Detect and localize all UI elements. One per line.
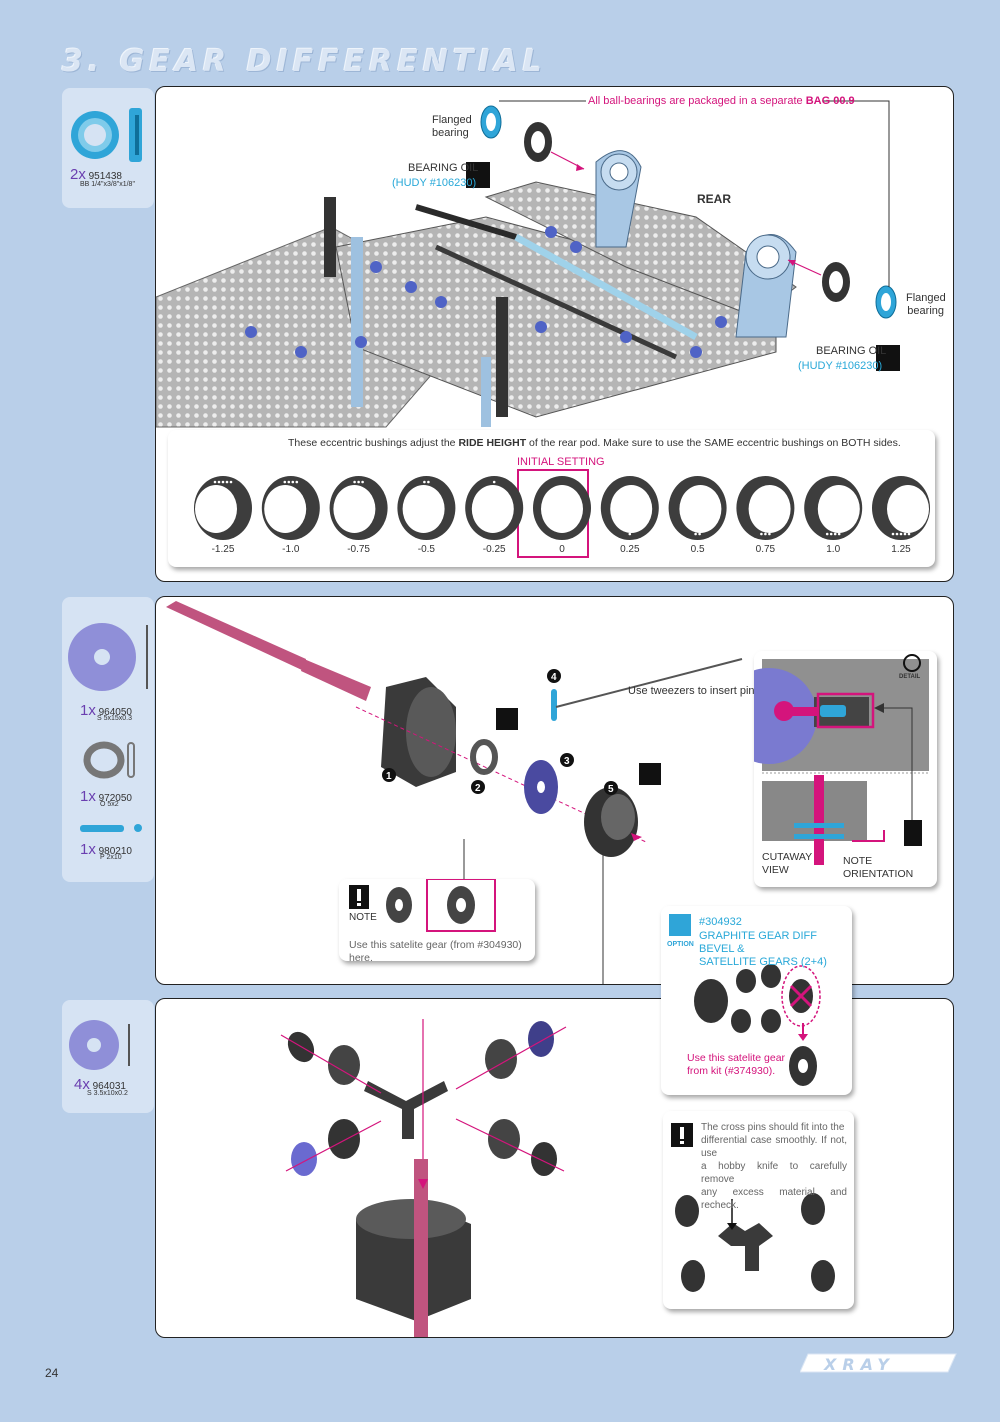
callout-1: 1 [386, 771, 392, 782]
bag-note: All ball-bearings are packaged in a sepa… [588, 95, 855, 107]
part-code: 964031 [92, 1081, 126, 1092]
part-qty: 2x [70, 166, 86, 183]
page-number: 24 [45, 1366, 59, 1380]
bushing-value-label: 0.5 [690, 544, 705, 555]
part-code: 964050 [98, 707, 132, 718]
eccentric-bushing [600, 476, 659, 540]
eccentric-bushing [261, 476, 320, 540]
eccentric-bushing [465, 476, 524, 540]
rear-label: REAR [697, 192, 732, 206]
cutaway-illustration [754, 654, 929, 865]
cross-pin-note-illustration [671, 1123, 835, 1292]
initial-setting-label: INITIAL SETTING [517, 456, 605, 468]
chassis-illustration [156, 100, 900, 428]
bushing-value-label: 1.0 [826, 544, 841, 555]
oil-bottle-icon [496, 708, 518, 730]
part-code: 972050 [98, 793, 132, 804]
eccentric-bushing [872, 476, 930, 540]
option-code: #304932 [699, 916, 742, 928]
bushing-value-label: -0.75 [347, 544, 370, 555]
xray-logo: XRAY [800, 1353, 957, 1374]
callout-2: 2 [475, 783, 481, 794]
bushing-value-label: -0.25 [482, 544, 506, 555]
diff-assembly-illustration: 1 2 3 4 5 [166, 601, 743, 984]
option-title: GRAPHITE GEAR DIFF BEVEL &SATELLITE GEAR… [699, 930, 827, 968]
part-spec: O 5x2 [100, 801, 119, 808]
eccentric-bushing [329, 476, 388, 540]
parts-box-step2: 1x 964050 S 5x15x0.3 1x 972050 O 5x2 1x … [62, 597, 154, 882]
svg-text:XRAY: XRAY [823, 1355, 895, 1374]
o-ring-icon [83, 741, 125, 779]
parts-box-step1: 2x 951438 BB 1/4"x3/8"x1/8" [62, 88, 154, 208]
bushing-value-label: -1.25 [211, 544, 235, 555]
bushing-value-label: 0 [559, 544, 565, 555]
part-icons-step2 [68, 623, 148, 832]
bearing-part-icon [71, 108, 142, 162]
part-spec: P 2x10 [100, 854, 122, 861]
note-box: NOTE Use this satelite gear (from #30493… [339, 879, 535, 964]
option-label: OPTION [667, 941, 694, 948]
eccentric-bushing [668, 476, 727, 540]
note-illustration [349, 879, 496, 932]
cross-pin-assembly-illustration [280, 1019, 567, 1337]
note-title: NOTE [349, 912, 377, 923]
bushing-value-label: -0.5 [417, 544, 435, 555]
part-spec: S 3.5x10x0.2 [87, 1090, 128, 1097]
bearing-oil-label-right: BEARING OIL [816, 345, 887, 357]
eccentric-bushing [736, 476, 795, 540]
eccentric-bushing [533, 476, 591, 540]
part-spec: S 5x15x0.3 [97, 715, 133, 722]
parts-box-step3: 4x 964031 S 3.5x10x0.2 [62, 1000, 154, 1113]
step-panel-1: All ball-bearings are packaged in a sepa… [155, 86, 954, 582]
eccentric-bushing [194, 476, 252, 540]
callout-5: 5 [608, 784, 614, 795]
hudy-code-top: (HUDY #106230) [392, 177, 477, 189]
shim-part-icon [69, 1020, 130, 1070]
eccentric-bushing-box: These eccentric bushings adjust the RIDE… [168, 430, 935, 567]
bushing-row [194, 476, 930, 540]
detail-label: DETAIL [899, 674, 921, 680]
pin-icon [80, 825, 124, 832]
bushing-value-label: 0.75 [755, 544, 776, 555]
callout-3: 3 [564, 756, 570, 767]
bearing-oil-label-top: BEARING OIL [408, 162, 479, 174]
part-code: 980210 [98, 846, 132, 857]
grease-icon [639, 763, 661, 785]
note-text: Use this satelite gear (from #304930) he… [349, 939, 522, 964]
bushing-note: These eccentric bushings adjust the RIDE… [288, 437, 901, 449]
thumbs-up-icon [669, 914, 691, 936]
part-code: 951438 [88, 171, 122, 182]
note-orientation-label: NOTE ORIENTATION [843, 855, 914, 880]
warning-icon [904, 820, 922, 846]
bushing-value-label: 1.25 [891, 544, 911, 555]
tweezers-note: Use tweezers to insert pin. [628, 685, 758, 697]
bushing-value-label: -1.0 [282, 544, 300, 555]
oil-bottle-icon [466, 162, 490, 188]
magnifier-icon [903, 654, 921, 672]
eccentric-bushing [804, 476, 863, 540]
step-panel-2: 1 2 3 4 5 Use tweezers to insert pin. [155, 596, 954, 985]
hudy-code-right: (HUDY #106230) [798, 360, 883, 372]
option-illustration [669, 914, 821, 1086]
callout-4: 4 [551, 672, 557, 683]
option-box: OPTION #304932 GRAPHITE GEAR DIFF BEVEL … [661, 906, 852, 1095]
oil-bottle-icon [876, 345, 900, 371]
page-title: 3. GEAR DIFFERENTIAL [62, 44, 547, 79]
eccentric-bushing [397, 476, 456, 540]
bushing-value-label: 0.25 [620, 544, 640, 555]
part-spec: BB 1/4"x3/8"x1/8" [80, 181, 135, 188]
